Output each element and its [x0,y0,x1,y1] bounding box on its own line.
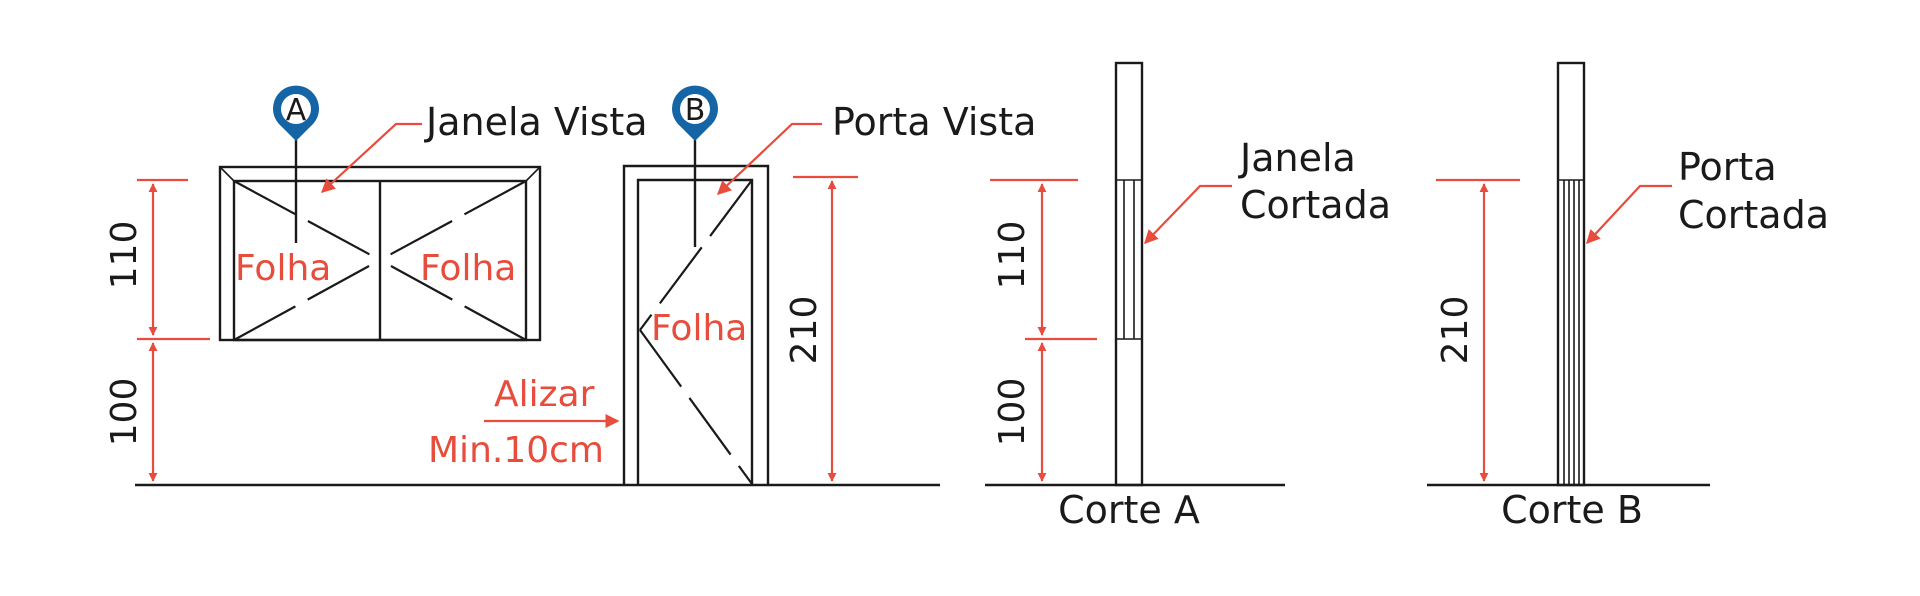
window-elevation: Folha Folha [218,165,542,342]
casing-callout: Alizar Min.10cm [428,374,620,471]
door-view-label: Porta Vista [832,100,1036,144]
window-dimensions: 110 100 [104,178,210,482]
marker-a: A [273,85,320,243]
casing-label: Alizar [494,374,595,415]
section-b-callout-line2: Cortada [1678,193,1829,237]
section-a-title: Corte A [1058,488,1200,532]
section-b-wall [1556,61,1586,487]
section-b-door-value: 210 [1435,296,1476,365]
window-view-label: Janela Vista [424,100,648,144]
marker-a-label: A [286,93,307,128]
section-a: 110 100 Janela Cortada Corte A [985,61,1391,532]
door-leaf-label: Folha [651,308,747,349]
section-a-callout-line2: Cortada [1240,183,1391,227]
section-a-wall [1114,61,1144,487]
door-height-value: 210 [784,296,825,365]
window-view-callout: Janela Vista [320,100,648,193]
door-view-callout: Porta Vista [716,100,1036,195]
section-a-callout-line1: Janela [1238,136,1356,180]
elevation-view: Folha Folha 110 100 A Janela Vista [104,85,1036,487]
window-height-value: 110 [104,221,145,290]
marker-b-label: B [685,93,706,128]
window-sill-value: 100 [104,378,145,447]
casing-min-label: Min.10cm [428,430,604,471]
window-leaf-label-right: Folha [420,248,516,289]
section-b-title: Corte B [1501,488,1643,532]
door-dimensions: 210 [784,175,858,482]
section-b: 210 Porta Cortada Corte B [1427,61,1829,532]
section-b-callout-line1: Porta [1678,145,1777,189]
window-leaf-label-left: Folha [235,248,331,289]
section-a-sill-value: 100 [992,378,1033,447]
section-a-window-value: 110 [992,221,1033,290]
marker-b: B [672,85,718,247]
